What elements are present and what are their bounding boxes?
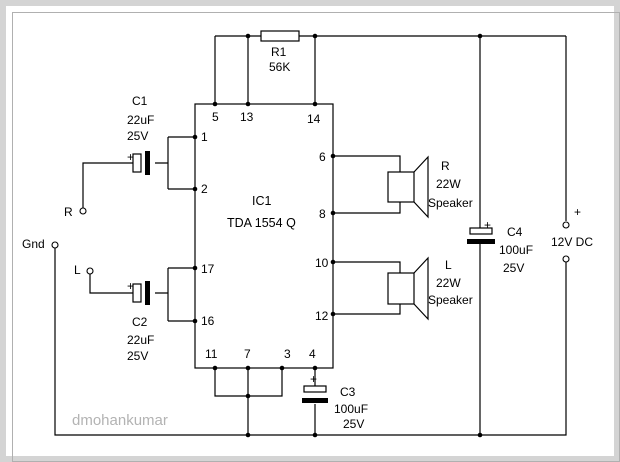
right-speaker-channel: R	[441, 159, 450, 173]
c1-voltage: 25V	[127, 129, 148, 143]
gnd-terminal[interactable]	[51, 241, 59, 249]
junction-dot	[192, 186, 198, 192]
junction-dot	[245, 33, 251, 39]
junction-dot	[312, 365, 318, 371]
right-speaker-wire	[333, 155, 401, 214]
junction-dot	[330, 259, 336, 265]
junction-dot	[330, 153, 336, 159]
pin-label-5: 5	[212, 110, 219, 124]
c3-value: 100uF	[334, 402, 368, 416]
c1-value: 22uF	[127, 113, 154, 127]
c2-name: C2	[132, 315, 148, 329]
pin-label-16: 16	[201, 314, 215, 328]
c1-name: C1	[132, 94, 148, 108]
l-input-terminal[interactable]	[86, 267, 94, 275]
author-watermark: dmohankumar	[72, 412, 168, 429]
c4-polarity-mark: +	[484, 218, 491, 232]
pin-label-3: 3	[284, 347, 291, 361]
c3-polarity-mark: +	[310, 372, 317, 386]
junction-dot	[330, 210, 336, 216]
r-input-terminal[interactable]	[79, 207, 87, 215]
left-speaker-channel: L	[445, 258, 452, 272]
junction-dot	[192, 265, 198, 271]
supply-label: 12V DC	[551, 235, 593, 249]
r1-value: 56K	[269, 60, 290, 74]
junction-dot	[312, 101, 318, 107]
ic-body	[194, 103, 334, 369]
gnd-label: Gnd	[22, 237, 45, 251]
pin-label-6: 6	[319, 150, 326, 164]
capacitor-c3	[302, 385, 328, 403]
junction-dot	[212, 101, 218, 107]
top-supply-wire	[214, 35, 566, 104]
junction-dot	[312, 432, 318, 438]
c1-polarity-mark: +	[127, 150, 134, 164]
pin-label-1: 1	[201, 130, 208, 144]
c3-voltage: 25V	[343, 417, 364, 431]
pin-label-7: 7	[244, 347, 251, 361]
pin-label-13: 13	[240, 110, 254, 124]
pin-label-11: 11	[205, 347, 218, 361]
l-input-label: L	[74, 263, 81, 277]
ground-rail-wire	[54, 248, 567, 436]
ic-name: IC1	[252, 194, 272, 208]
left-speaker-type: Speaker	[428, 293, 473, 307]
ic-part-number: TDA 1554 Q	[227, 216, 296, 230]
junction-dot	[245, 365, 251, 371]
junction-dot	[330, 311, 336, 317]
pin-label-10: 10	[315, 256, 329, 270]
resistor-r1	[260, 30, 300, 42]
pin-label-12: 12	[315, 309, 329, 323]
bottom-pins-wire	[214, 368, 316, 435]
left-speaker-wire	[333, 261, 401, 315]
right-speaker-power: 22W	[436, 177, 461, 191]
junction-dot	[212, 365, 218, 371]
junction-dot	[192, 318, 198, 324]
c3-name: C3	[340, 385, 356, 399]
supply-plus-label: +	[574, 205, 581, 219]
c4-value: 100uF	[499, 243, 533, 257]
junction-dot	[245, 393, 251, 399]
junction-dot	[245, 432, 251, 438]
pin-label-14: 14	[307, 112, 321, 126]
junction-dot	[279, 365, 285, 371]
left-speaker-power: 22W	[436, 276, 461, 290]
c2-voltage: 25V	[127, 349, 148, 363]
left-speaker-icon	[387, 256, 429, 321]
r-input-wire	[82, 136, 195, 208]
supply-plus-terminal[interactable]	[562, 221, 570, 229]
junction-dot	[192, 134, 198, 140]
pin-label-2: 2	[201, 182, 208, 196]
junction-dot	[245, 101, 251, 107]
c4-name: C4	[507, 225, 523, 239]
right-speaker-type: Speaker	[428, 196, 473, 210]
capacitor-c1	[132, 151, 150, 175]
capacitor-c2	[132, 281, 150, 305]
pin-label-4: 4	[309, 347, 316, 361]
junction-dot	[312, 33, 318, 39]
r-input-label: R	[64, 205, 73, 219]
l-input-wire	[89, 267, 195, 322]
c2-value: 22uF	[127, 333, 154, 347]
c2-polarity-mark: +	[127, 279, 134, 293]
right-speaker-icon	[387, 155, 429, 219]
pin-label-17: 17	[201, 262, 215, 276]
r1-name: R1	[271, 45, 287, 59]
c4-voltage: 25V	[503, 261, 524, 275]
pin-label-8: 8	[319, 207, 326, 221]
capacitor-c4	[467, 227, 495, 244]
supply-minus-terminal[interactable]	[562, 255, 570, 263]
